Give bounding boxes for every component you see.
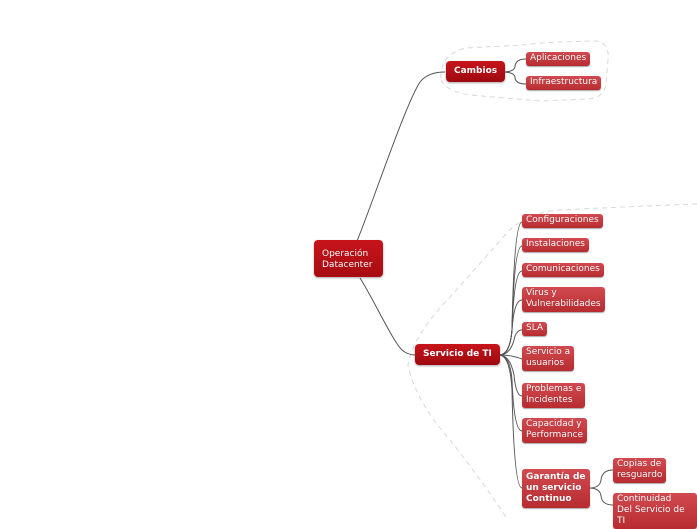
- link-copias: [588, 469, 614, 489]
- link-infraestructura: [501, 71, 527, 85]
- node-instalaciones[interactable]: Instalaciones: [522, 238, 589, 252]
- node-configuraciones[interactable]: Configuraciones: [522, 214, 603, 228]
- node-infraestructura[interactable]: Infraestructura: [526, 76, 602, 90]
- node-virus-vulnerabilidades[interactable]: Virus y Vulnerabilidades: [522, 287, 605, 312]
- node-sla[interactable]: SLA: [522, 322, 548, 336]
- node-servicio-usuarios[interactable]: Servicio a usuarios: [522, 346, 575, 371]
- node-continuidad-servicio[interactable]: Continuidad Del Servicio de TI: [613, 493, 697, 529]
- link-root-servicio: [359, 277, 416, 356]
- root-node-operacion-datacenter[interactable]: Operación Datacenter: [314, 240, 383, 277]
- link-continuidad: [588, 487, 614, 506]
- node-capacidad-performance[interactable]: Capacidad y Performance: [522, 418, 588, 443]
- link-root-cambios: [356, 71, 446, 242]
- branch-node-cambios[interactable]: Cambios: [446, 61, 506, 82]
- node-comunicaciones[interactable]: Comunicaciones: [522, 263, 604, 277]
- servicio-child-links: [498, 221, 523, 489]
- node-problemas-incidentes[interactable]: Problemas e Incidentes: [522, 383, 586, 408]
- node-copias-resguardo[interactable]: Copias de resguardo: [613, 458, 667, 483]
- branch-node-servicio-de-ti[interactable]: Servicio de TI: [415, 344, 500, 365]
- node-garantia-servicio-continuo[interactable]: Garantía de un servicio Continuo: [522, 469, 590, 508]
- node-aplicaciones[interactable]: Aplicaciones: [526, 52, 591, 66]
- link-aplicaciones: [501, 58, 527, 73]
